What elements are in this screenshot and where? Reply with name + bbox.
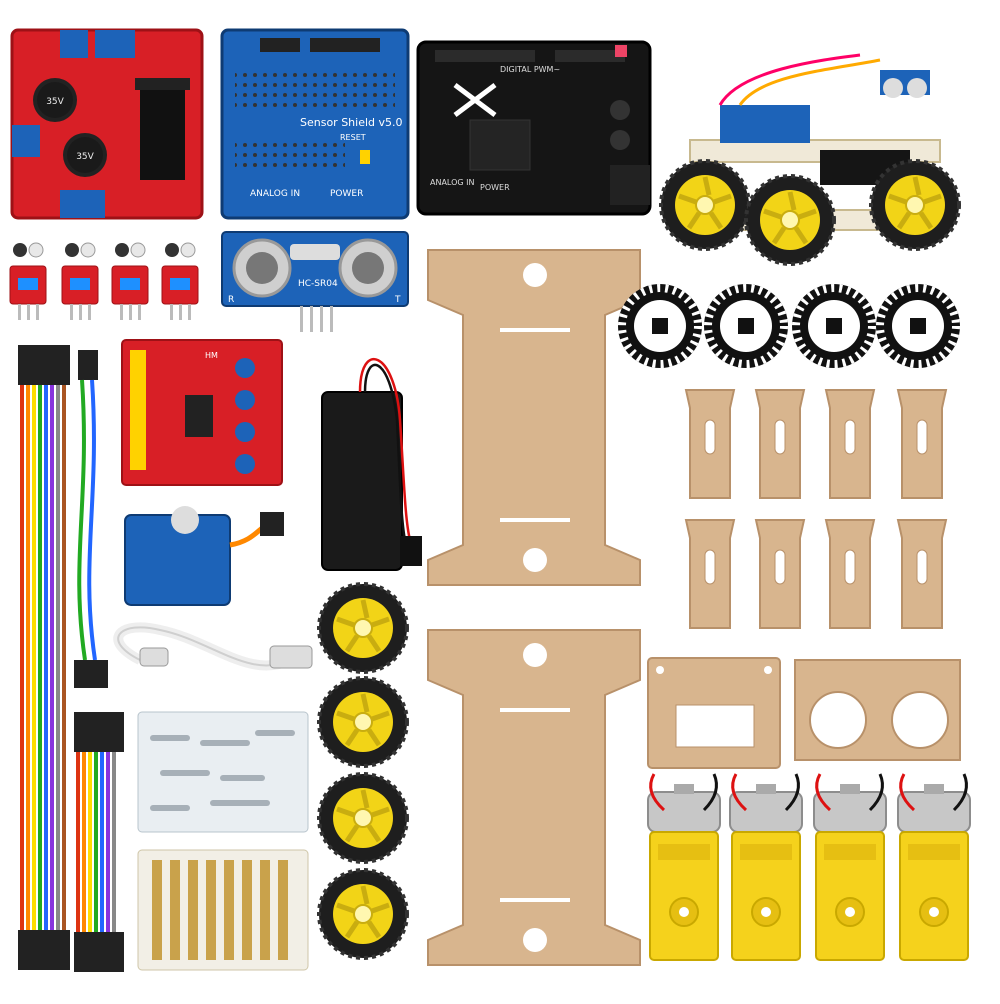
battery-holder xyxy=(321,358,422,571)
motor-driver-board: 35V 35V xyxy=(10,28,204,220)
sensor-shield-title: Sensor Shield v5.0 xyxy=(300,116,403,129)
ultrasonic-r-label: R xyxy=(228,295,234,305)
gear-motors xyxy=(646,772,972,962)
line-tracking-board: HM xyxy=(121,339,283,486)
uno-digital-label: DIGITAL PWM~ xyxy=(500,65,560,74)
assembled-robot-car xyxy=(661,53,959,264)
ultrasonic-sensor: HC-SR04 T R xyxy=(221,231,409,332)
sensor-shield-reset-label: RESET xyxy=(340,133,366,142)
servo-motor xyxy=(124,506,284,606)
sensor-shield-analog-label: ANALOG IN xyxy=(250,189,300,199)
ultrasonic-t-label: T xyxy=(394,295,401,305)
line-board-label: HM xyxy=(205,351,218,360)
jumper-wires-long xyxy=(18,345,70,970)
sensor-shield-power-label: POWER xyxy=(330,189,363,199)
uno-microcontroller-board: DIGITAL PWM~ POWER ANALOG IN xyxy=(416,40,652,216)
sensor-shield-board: Sensor Shield v5.0 ANALOG IN POWER RESET xyxy=(220,28,410,220)
screws-bag xyxy=(137,711,309,833)
ultrasonic-model-label: HC-SR04 xyxy=(298,279,338,289)
uno-power-label: POWER xyxy=(480,183,510,192)
ultrasonic-mount xyxy=(794,659,961,761)
usb-cable xyxy=(113,622,313,671)
encoder-disks xyxy=(618,284,960,368)
capacitor-label-2: 35V xyxy=(76,152,94,162)
motor-brackets xyxy=(685,389,947,629)
chassis-plates xyxy=(427,249,641,966)
standoffs-bag xyxy=(137,849,309,971)
capacitor-label-1: 35V xyxy=(46,97,64,107)
yellow-wheels xyxy=(319,584,407,958)
uno-analog-label: ANALOG IN xyxy=(430,178,475,187)
jumper-wires-short xyxy=(74,350,108,688)
jumper-wires-bundle xyxy=(74,712,124,972)
ir-sensor-modules xyxy=(9,242,199,321)
switch-plate xyxy=(647,657,781,769)
